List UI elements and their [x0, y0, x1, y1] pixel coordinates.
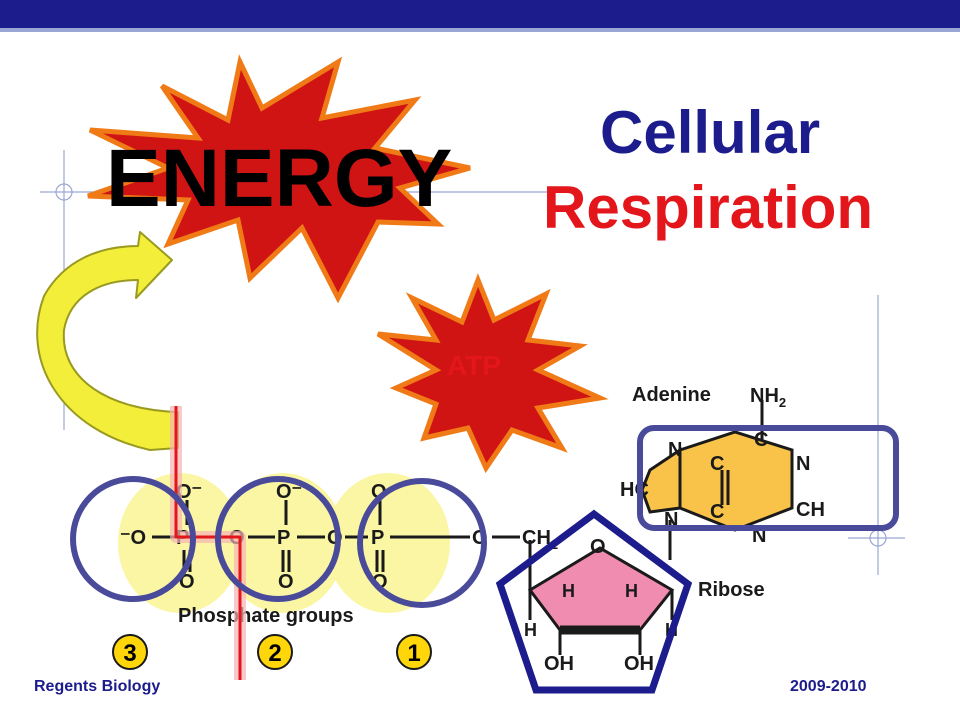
phosphate2-p: P — [277, 527, 290, 549]
ribose-h-left: H — [524, 620, 537, 640]
phosphate2-o-bottom: O — [278, 571, 294, 593]
adenine-ring — [640, 430, 794, 532]
adenine-ch: CH — [796, 499, 825, 521]
phosphate2-o-minus-top: O⁻ — [276, 481, 302, 503]
adenine-c-top: C — [754, 429, 768, 451]
title-respiration: Respiration — [543, 174, 874, 241]
badge-1 — [396, 634, 432, 670]
badge-2-text: 2 — [268, 640, 281, 667]
badge-1-text: 1 — [407, 640, 420, 667]
phosphate-circle-2 — [215, 476, 341, 602]
ribose-h-inner-right: H — [625, 581, 638, 601]
adenine-c-mid-top: C — [710, 453, 724, 475]
adenine-hc: HC — [620, 479, 649, 501]
ribose-o: O — [590, 536, 606, 558]
badge-3-text: 3 — [123, 640, 136, 667]
footer-year: 2009-2010 — [790, 678, 867, 695]
ribose-h-inner-left: H — [562, 581, 575, 601]
badge-3 — [112, 634, 148, 670]
adenine-bonds — [668, 400, 764, 560]
adenine-n-right: N — [796, 453, 810, 475]
phosphate3-o-minus-left: ⁻O — [120, 527, 146, 549]
phosphate-highlight-2 — [221, 473, 345, 613]
nh2-label: NH2 — [750, 385, 786, 410]
energy-starburst — [87, 54, 471, 304]
phosphate-circles — [70, 476, 487, 608]
footer-course: Regents Biology — [34, 678, 161, 695]
phosphate-circle-1 — [357, 478, 487, 608]
top-bar — [0, 0, 960, 28]
title-cellular: Cellular — [600, 99, 821, 166]
atp-label: ATP — [447, 350, 501, 381]
phosphate-groups-label: Phosphate groups — [178, 605, 354, 627]
adenine-six-ring — [678, 430, 794, 532]
adenine-n-left: N — [668, 439, 682, 461]
ribose-oh-right: OH — [624, 653, 654, 675]
adenine-box — [637, 425, 899, 531]
adenine-five-ring — [640, 447, 682, 514]
top-stripe — [0, 28, 960, 32]
phosphate-circle-3 — [70, 476, 196, 602]
group-number-badges: 3 2 1 — [112, 634, 432, 670]
phosphate1-p: P — [371, 527, 384, 549]
energy-arrow — [36, 231, 179, 451]
energy-label: ENERGY — [106, 133, 453, 224]
adenine-label: Adenine — [632, 384, 711, 406]
chem-labels: Adenine NH2 C N C N HC C CH N N O H H H … — [120, 384, 825, 675]
ribose-label: Ribose — [698, 579, 765, 601]
ribose-outline — [495, 509, 693, 694]
ribose-ring — [527, 540, 675, 655]
phosphate-highlight-1 — [326, 473, 450, 613]
atp-starburst — [376, 273, 609, 474]
phosphate3-o-minus-top: O⁻ — [176, 481, 202, 503]
ribose-oh-left: OH — [544, 653, 574, 675]
bond-break-line — [170, 406, 246, 680]
adenine-c-mid-bot: C — [710, 501, 724, 523]
badge-2 — [257, 634, 293, 670]
